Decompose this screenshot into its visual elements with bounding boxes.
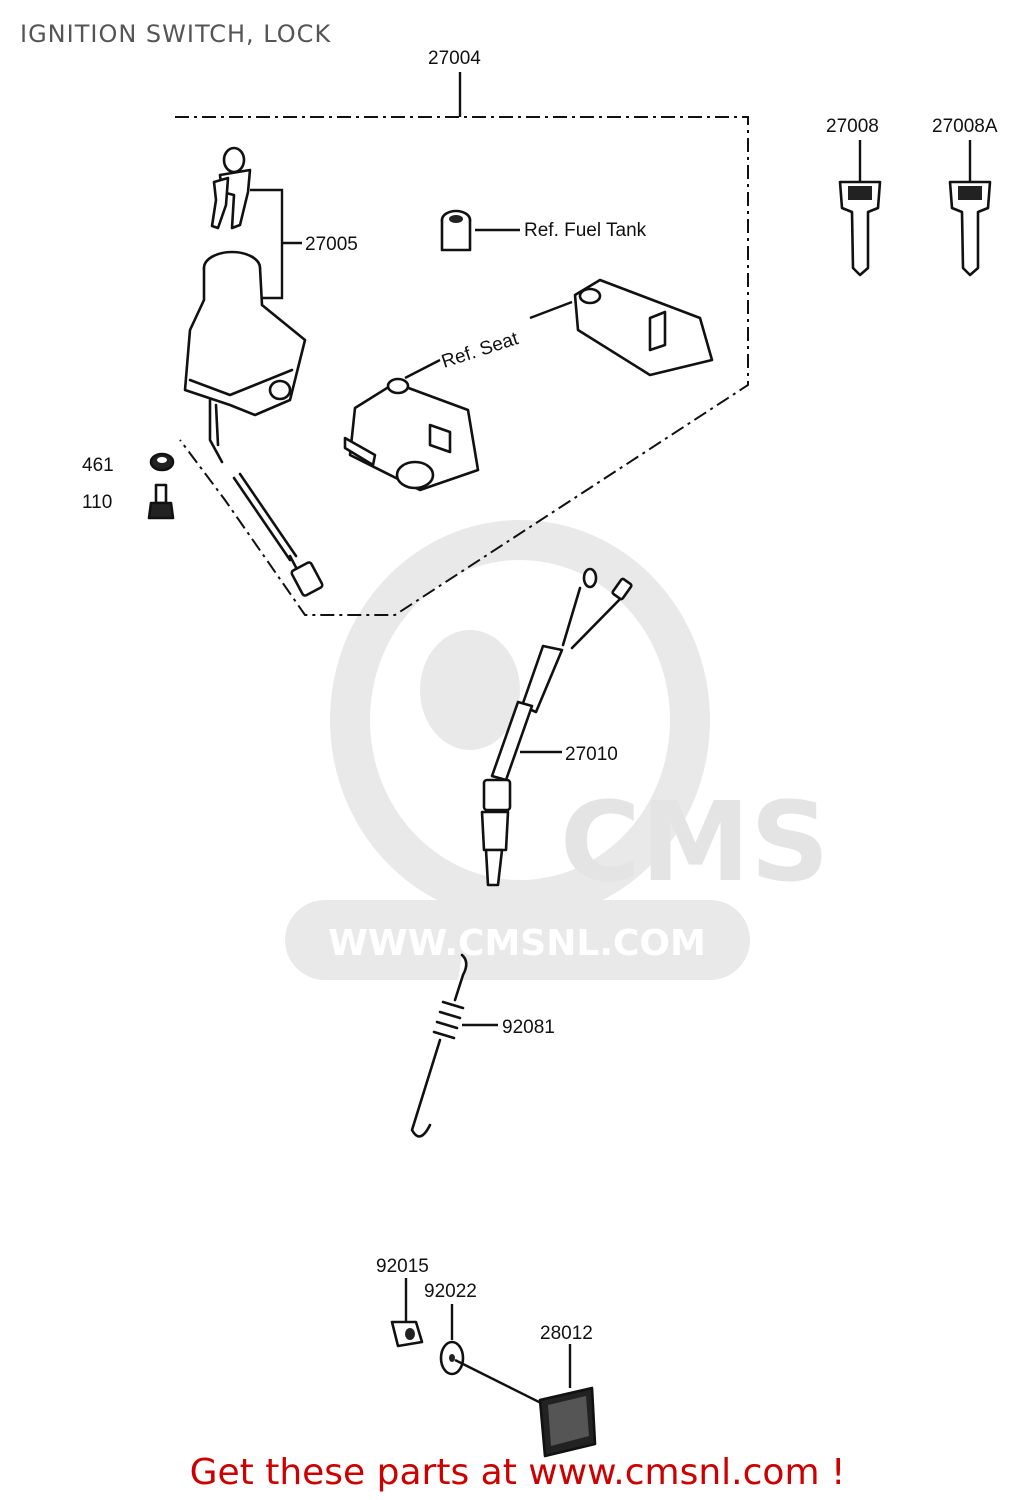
key-set-27005: [210, 146, 252, 230]
label-27008: 27008: [826, 116, 879, 137]
callout-seat: Ref. Seat: [404, 300, 573, 380]
label-92022: 92022: [424, 1281, 477, 1302]
callout-27005: 27005: [250, 188, 358, 300]
ref-seat: Ref. Seat: [439, 328, 522, 373]
key-27008A: 27008A: [932, 116, 998, 277]
switch-wire-connector: [232, 472, 324, 597]
page-title: IGNITION SWITCH, LOCK: [20, 20, 332, 48]
watermark: CMS WWW.CMSNL.COM: [285, 520, 829, 980]
label-92015: 92015: [376, 1256, 429, 1277]
label-110: 110: [82, 492, 112, 513]
bolt-110: 110: [82, 483, 175, 520]
label-27010: 27010: [565, 744, 618, 765]
watermark-url: WWW.CMSNL.COM: [328, 923, 706, 964]
label-27004: 27004: [428, 48, 481, 69]
nut-92015: 92015: [376, 1256, 429, 1348]
ignition-switch-body: [183, 250, 307, 464]
assembly-outline-27004: 27004: [175, 48, 749, 616]
footer-link[interactable]: Get these parts at www.cmsnl.com !: [189, 1452, 846, 1493]
label-27005: 27005: [305, 234, 358, 255]
seat-lock-front: [343, 377, 480, 492]
ref-fuel-tank: Ref. Fuel Tank: [524, 220, 647, 241]
washer-92022: 92022: [424, 1281, 477, 1376]
brake-switch-27010: 27010: [480, 567, 633, 887]
label-461: 461: [82, 455, 114, 476]
reflector-28012: 28012: [454, 1323, 597, 1458]
label-92081: 92081: [502, 1017, 555, 1038]
label-27008A: 27008A: [932, 116, 998, 137]
watermark-brand: CMS: [560, 778, 829, 906]
label-28012: 28012: [540, 1323, 593, 1344]
seat-lock-rear: [573, 278, 714, 377]
nut-461: 461: [82, 452, 175, 476]
fuel-tank-lock: Ref. Fuel Tank: [440, 209, 647, 252]
spring-92081: 92081: [410, 953, 555, 1138]
key-27008: 27008: [826, 116, 882, 277]
